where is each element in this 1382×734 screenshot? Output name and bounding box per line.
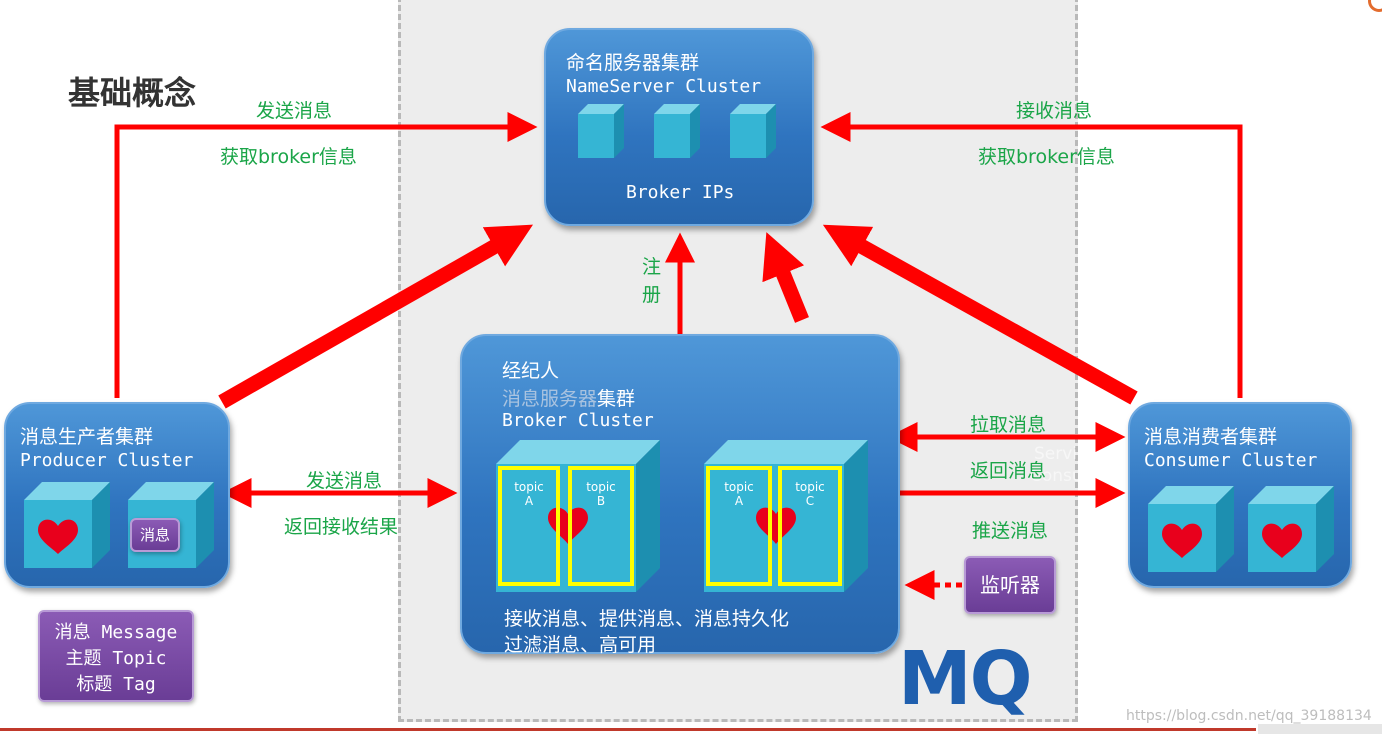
corner-ring-icon bbox=[1368, 0, 1382, 12]
legend-topic: 主题 Topic bbox=[65, 648, 167, 669]
consumer-cubes bbox=[1148, 486, 1334, 572]
label-return-msg: 返回消息 bbox=[970, 460, 1047, 482]
consumer-subtitle: Consumer Cluster bbox=[1144, 450, 1318, 471]
broker-cluster-label: Broker Cluster bbox=[502, 410, 654, 431]
topic-label: topic bbox=[795, 480, 825, 494]
label-push-msg: 推送消息 bbox=[972, 520, 1049, 542]
consumer-cube-2 bbox=[1248, 486, 1334, 572]
fat-arrow-consumer bbox=[822, 224, 1138, 405]
topic-letter: C bbox=[805, 494, 815, 508]
consumer-title: 消息消费者集群 bbox=[1144, 426, 1278, 448]
watermark: https://blog.csdn.net/qq_39188134 bbox=[1126, 708, 1372, 724]
bottom-rule bbox=[0, 728, 1256, 731]
heart-icon bbox=[1162, 523, 1202, 558]
label-send-msg-mid: 发送消息 bbox=[306, 470, 383, 492]
cube-icon bbox=[578, 104, 624, 158]
producer-cluster: 消息生产者集群 Producer Cluster 消息 bbox=[4, 402, 230, 588]
nameserver-cluster: 命名服务器集群 NameServer Cluster Broker IPs bbox=[544, 28, 814, 226]
topic-box-3: topic A bbox=[706, 466, 772, 586]
arrow-producer-nameserver bbox=[114, 112, 538, 398]
ghost-text-2: Consu bbox=[1030, 466, 1083, 486]
label-register-2: 册 bbox=[642, 284, 662, 306]
label-pull-msg: 拉取消息 bbox=[970, 414, 1047, 436]
listener-box: 监听器 bbox=[964, 556, 1056, 614]
producer-cubes bbox=[24, 482, 214, 568]
heart-icon bbox=[1262, 523, 1302, 558]
broker-desc-2: 过滤消息、高可用 bbox=[504, 634, 657, 656]
arrow-consumer-nameserver bbox=[820, 112, 1243, 398]
broker-subtitle-white: 集群 bbox=[597, 388, 636, 410]
fat-arrow-producer bbox=[218, 224, 534, 409]
broker-subtitle-gray: 消息服务器 bbox=[502, 388, 598, 410]
topic-letter: B bbox=[596, 494, 606, 508]
broker-cube-1 bbox=[496, 440, 660, 592]
topic-label: topic bbox=[586, 480, 616, 494]
message-badge: 消息 bbox=[130, 518, 180, 552]
ghost-text-1: Servi bbox=[1034, 444, 1078, 464]
consumer-cluster: 消息消费者集群 Consumer Cluster bbox=[1128, 402, 1352, 588]
consumer-cube-1 bbox=[1148, 486, 1234, 572]
label-send-msg-left: 发送消息 bbox=[256, 100, 333, 122]
broker-subtitle: 消息服务器集群 bbox=[502, 384, 635, 411]
label-register-1: 注 bbox=[642, 256, 662, 278]
bottom-corner bbox=[1258, 724, 1382, 734]
topic-label: topic bbox=[514, 480, 544, 494]
broker-cubes bbox=[496, 440, 868, 592]
topic-label: topic bbox=[724, 480, 754, 494]
producer-subtitle: Producer Cluster bbox=[20, 450, 194, 471]
nameserver-title: 命名服务器集群 bbox=[566, 52, 700, 74]
page-title: 基础概念 bbox=[68, 74, 197, 112]
label-get-broker-right: 获取broker信息 bbox=[978, 146, 1115, 168]
producer-cube-2 bbox=[128, 482, 214, 568]
nameserver-cubes bbox=[578, 104, 776, 158]
legend-box: 消息 Message 主题 Topic 标题 Tag bbox=[38, 610, 194, 702]
label-recv-msg-right: 接收消息 bbox=[1016, 100, 1093, 122]
fat-arrow-broker bbox=[762, 232, 809, 323]
topic-letter: A bbox=[734, 494, 744, 508]
broker-desc-1: 接收消息、提供消息、消息持久化 bbox=[504, 608, 790, 630]
topic-box-2: topic B bbox=[568, 466, 634, 586]
broker-ips-label: Broker IPs bbox=[626, 182, 735, 203]
label-return-result: 返回接收结果 bbox=[284, 516, 399, 538]
legend-tag: 标题 Tag bbox=[76, 674, 156, 695]
producer-cube-1 bbox=[24, 482, 110, 568]
topic-letter: A bbox=[524, 494, 534, 508]
heart-icon bbox=[756, 507, 796, 544]
topic-box-4: topic C bbox=[778, 466, 842, 586]
mq-logo: MQ bbox=[898, 636, 1033, 722]
broker-title: 经纪人 bbox=[502, 360, 560, 382]
nameserver-subtitle: NameServer Cluster bbox=[566, 76, 762, 97]
topic-box-1: topic A bbox=[498, 466, 560, 586]
broker-cluster: 经纪人 消息服务器集群 Broker Cluster topic A topic… bbox=[460, 334, 900, 656]
cube-icon bbox=[730, 104, 776, 158]
broker-cube-2 bbox=[704, 440, 868, 592]
heart-icon bbox=[38, 519, 78, 554]
legend-message: 消息 Message bbox=[54, 622, 178, 643]
producer-title: 消息生产者集群 bbox=[20, 426, 154, 448]
cube-icon bbox=[654, 104, 700, 158]
label-get-broker-left: 获取broker信息 bbox=[220, 146, 357, 168]
